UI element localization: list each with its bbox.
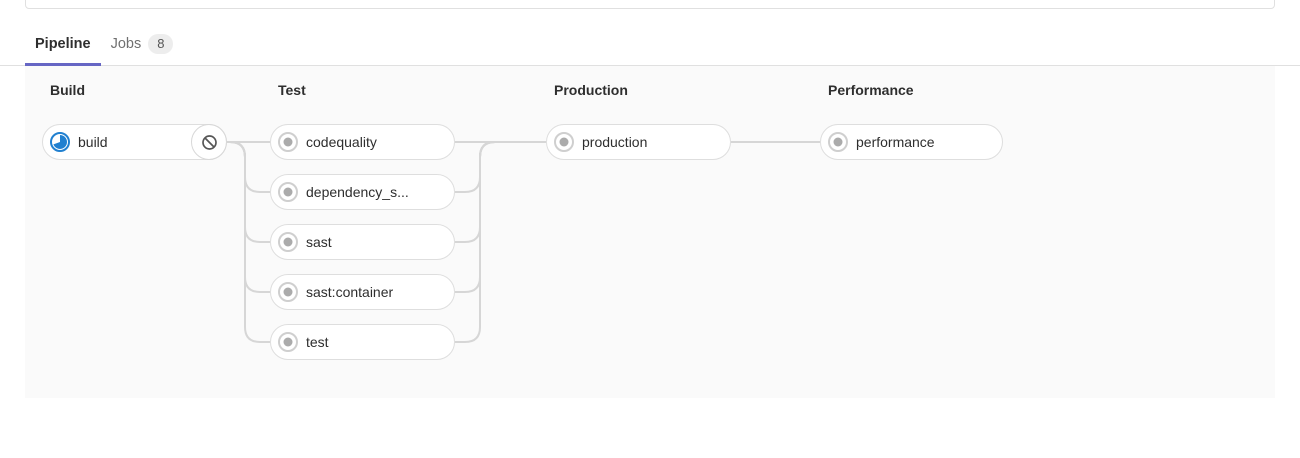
job-pill-production[interactable]: production [546, 124, 731, 160]
job-pill-performance[interactable]: performance [820, 124, 1003, 160]
created-status-icon [553, 131, 575, 153]
job-name: build [78, 134, 108, 150]
stage-header-build: Build [50, 82, 85, 98]
stage-header-performance: Performance [828, 82, 914, 98]
created-status-icon [277, 181, 299, 203]
pipeline-tabs-bar: Pipeline Jobs 8 [0, 0, 1300, 66]
job-name: dependency_s... [306, 184, 409, 200]
running-spinner-icon [49, 131, 71, 153]
job-pill-test[interactable]: test [270, 324, 455, 360]
tab-pipeline[interactable]: Pipeline [25, 0, 101, 66]
tab-jobs[interactable]: Jobs 8 [101, 0, 184, 65]
job-name: test [306, 334, 329, 350]
job-pill-sast-container[interactable]: sast:container [270, 274, 455, 310]
created-status-icon [827, 131, 849, 153]
tab-pipeline-label: Pipeline [35, 35, 91, 52]
created-status-icon [277, 131, 299, 153]
job-pill-build[interactable]: build [42, 124, 227, 160]
tab-jobs-label: Jobs [110, 35, 142, 52]
created-status-icon [277, 331, 299, 353]
summary-box-bottom-edge [25, 0, 1275, 9]
job-pill-codequality[interactable]: codequality [270, 124, 455, 160]
ban-icon [201, 134, 218, 151]
job-pill-sast[interactable]: sast [270, 224, 455, 260]
created-status-icon [277, 231, 299, 253]
job-name: codequality [306, 134, 377, 150]
created-status-icon [277, 281, 299, 303]
job-name: performance [856, 134, 935, 150]
cancel-job-button[interactable] [191, 124, 227, 160]
job-name: sast:container [306, 284, 394, 300]
pipeline-graph: Build build Test codequality dependency_s...… [25, 66, 1275, 398]
stage-header-test: Test [278, 82, 306, 98]
stage-connector-lines [227, 141, 820, 343]
job-name: sast [306, 234, 332, 250]
job-name: production [582, 134, 648, 150]
jobs-count-badge: 8 [148, 33, 174, 54]
stage-header-production: Production [554, 82, 628, 98]
job-pill-dependency-s-[interactable]: dependency_s... [270, 174, 455, 210]
